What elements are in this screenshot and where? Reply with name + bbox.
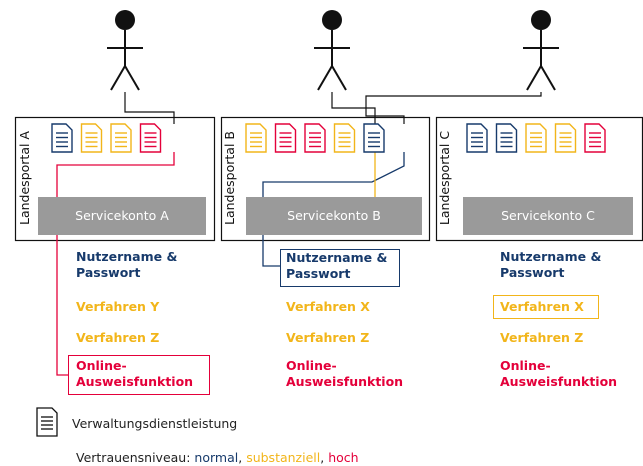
auth-line2: Passwort: [76, 265, 141, 280]
procedure-z-b: Verfahren Z: [286, 330, 370, 345]
document-icon[interactable]: [51, 123, 73, 153]
auth-password-b: Nutzername & Passwort: [286, 250, 387, 282]
document-icons: [51, 123, 606, 153]
document-icon[interactable]: [110, 123, 132, 153]
eid-line1: Online-: [76, 358, 127, 373]
legend-trust-level: Vertrauensniveau: normal, substanziell, …: [76, 450, 359, 466]
eid-a: Online- Ausweisfunktion: [76, 358, 193, 390]
eid-b: Online- Ausweisfunktion: [286, 358, 403, 390]
highlight-auth-b: [280, 249, 400, 287]
eid-line1: Online-: [500, 358, 551, 373]
document-icon[interactable]: [495, 123, 518, 153]
document-icon[interactable]: [525, 123, 547, 153]
eid-line2: Ausweisfunktion: [286, 374, 404, 389]
document-icon[interactable]: [80, 123, 103, 153]
route-line-b-navy: [262, 152, 405, 267]
route-line-a: [56, 152, 175, 376]
legend-document-label: Verwaltungsdienstleistung: [72, 416, 238, 431]
highlight-eid-a: [68, 355, 210, 395]
auth-password-c: Nutzername & Passwort: [500, 249, 601, 281]
portal-label-b: Landesportal B: [222, 131, 237, 225]
document-icon[interactable]: [139, 123, 162, 153]
eid-line1: Online-: [286, 358, 337, 373]
servicekonto-a[interactable]: Servicekonto A: [38, 197, 206, 235]
document-icon[interactable]: [304, 123, 326, 153]
person-connections: [124, 92, 542, 124]
person-icon-b: [313, 9, 351, 91]
eid-c: Online- Ausweisfunktion: [500, 358, 617, 390]
document-icon[interactable]: [245, 123, 267, 153]
highlight-procedure-c: [493, 295, 599, 319]
procedure-z-c: Verfahren Z: [500, 330, 584, 345]
portal-box-a: [14, 116, 216, 242]
eid-line2: Ausweisfunktion: [76, 374, 194, 389]
portal-box-b: [220, 116, 431, 242]
auth-line2: Passwort: [286, 266, 351, 281]
document-icon[interactable]: [466, 123, 488, 153]
document-icon[interactable]: [554, 123, 577, 153]
document-icon[interactable]: [363, 123, 385, 153]
eid-line2: Ausweisfunktion: [500, 374, 618, 389]
auth-line2: Passwort: [500, 265, 565, 280]
servicekonto-b[interactable]: Servicekonto B: [246, 197, 422, 235]
person-icon-a: [106, 9, 144, 91]
trust-normal: normal: [194, 450, 239, 465]
document-icon[interactable]: [274, 123, 297, 153]
trust-substantial: substanziell: [246, 450, 321, 465]
procedure-z-a: Verfahren Z: [76, 330, 160, 345]
portal-label-a: Landesportal A: [17, 131, 32, 225]
auth-line1: Nutzername &: [500, 249, 602, 264]
procedure-y-a: Verfahren Y: [76, 299, 160, 314]
document-icon[interactable]: [584, 123, 606, 153]
procedure-x-b: Verfahren X: [286, 299, 370, 314]
auth-password-a: Nutzername & Passwort: [76, 249, 177, 281]
portal-label-c: Landesportal C: [437, 130, 452, 226]
document-icon[interactable]: [333, 123, 356, 153]
trust-prefix: Vertrauensniveau:: [76, 450, 195, 465]
auth-line1: Nutzername &: [76, 249, 178, 264]
legend-document-icon: [36, 407, 58, 437]
auth-line1: Nutzername &: [286, 250, 388, 265]
trust-sep: ,: [320, 450, 329, 465]
servicekonto-c[interactable]: Servicekonto C: [463, 197, 633, 235]
trust-sep: ,: [238, 450, 247, 465]
trust-high: hoch: [328, 450, 359, 465]
procedure-x-c: Verfahren X: [500, 299, 584, 314]
person-icon-c: [522, 9, 560, 91]
